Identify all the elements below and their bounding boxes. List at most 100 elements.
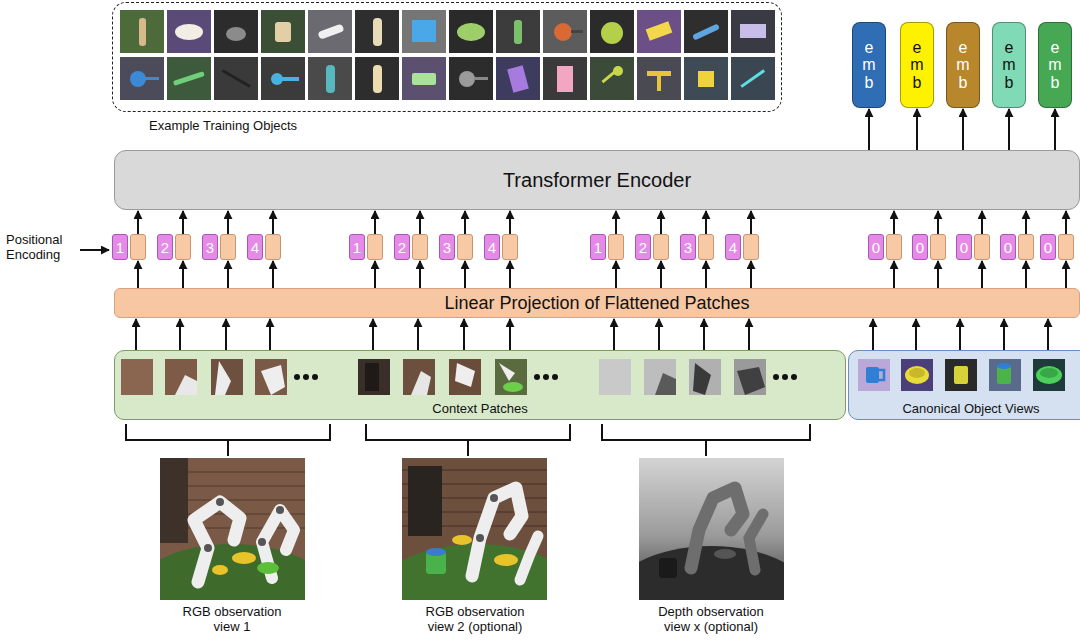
arrow (615, 211, 617, 234)
position-token: 0 (956, 234, 990, 260)
arrow (1025, 261, 1027, 288)
embedding-box: emb (946, 22, 980, 108)
position-number: 0 (1044, 239, 1052, 256)
patch-embedding (367, 234, 383, 260)
node-label: emb (1047, 39, 1063, 92)
node-label: emb (955, 39, 971, 92)
position-number: 0 (1004, 239, 1012, 256)
image-caption: RGB observation view 2 (optional) (415, 604, 535, 634)
canonical-panel: Canonical Object Views (848, 350, 1080, 420)
patch-embedding (175, 234, 191, 260)
arrow (1025, 211, 1027, 234)
image-caption: Depth observation view x (optional) (651, 604, 771, 634)
position-token: 2 (635, 234, 669, 260)
position-number-box: 2 (157, 234, 173, 260)
patch-embedding (220, 234, 236, 260)
arrow (660, 211, 662, 234)
position-number-box: 0 (1040, 234, 1056, 260)
position-token: 2 (394, 234, 428, 260)
encoder-box: Transformer Encoder (114, 150, 1080, 210)
arrow (182, 211, 184, 234)
arrow (509, 261, 511, 288)
position-number: 1 (594, 239, 602, 256)
position-token: 4 (247, 234, 281, 260)
position-number-box: 4 (484, 234, 500, 260)
patch-embedding (930, 234, 946, 260)
node-label: emb (909, 39, 925, 92)
example-objects-box: Example Training Objects (112, 2, 782, 112)
node-label: Linear Projection of Flattened Patches (444, 293, 749, 314)
node-label: Example Training Objects (149, 118, 297, 133)
arrow (374, 211, 376, 234)
node-label: Transformer Encoder (503, 169, 691, 192)
arrow (374, 261, 376, 288)
arrow (419, 261, 421, 288)
patch-embedding (698, 234, 714, 260)
patch-arrows (180, 319, 1048, 350)
position-number-box: 1 (349, 234, 365, 260)
rgb-view-2 (402, 458, 547, 600)
position-token: 0 (1040, 234, 1074, 260)
embedding-box: emb (1038, 22, 1072, 108)
arrow (137, 261, 139, 288)
node-label: Context Patches (115, 401, 845, 416)
arrow (1065, 261, 1067, 288)
arrow (868, 109, 870, 150)
arrow (135, 319, 137, 350)
patch-embedding (1058, 234, 1074, 260)
position-number-box: 0 (956, 234, 972, 260)
arrow (916, 109, 918, 150)
arrow (227, 211, 229, 234)
arrow (750, 211, 752, 234)
position-token: 4 (484, 234, 518, 260)
position-token: 3 (680, 234, 714, 260)
arrow (272, 211, 274, 234)
image-caption: RGB observation view 1 (172, 604, 292, 634)
arrow (1054, 109, 1056, 150)
pointer-arrow (80, 249, 109, 251)
arrow (981, 261, 983, 288)
position-token: 3 (202, 234, 236, 260)
arrow (705, 211, 707, 234)
brackets (126, 424, 810, 456)
position-token: 0 (912, 234, 946, 260)
patch-embedding (457, 234, 473, 260)
position-number: 2 (639, 239, 647, 256)
position-token: 4 (725, 234, 759, 260)
patch-embedding (265, 234, 281, 260)
patch-embedding (1018, 234, 1034, 260)
arrow (981, 211, 983, 234)
position-number-box: 1 (112, 234, 128, 260)
position-number: 2 (161, 239, 169, 256)
position-token: 1 (112, 234, 146, 260)
arrow (182, 261, 184, 288)
patch-embedding (974, 234, 990, 260)
position-number: 3 (443, 239, 451, 256)
position-number: 0 (872, 239, 880, 256)
context-panel: Context Patches (114, 350, 846, 420)
patch-embedding (412, 234, 428, 260)
position-number: 1 (353, 239, 361, 256)
arrow (509, 211, 511, 234)
position-number-box: 2 (635, 234, 651, 260)
arrow (1008, 109, 1010, 150)
arrow (893, 211, 895, 234)
arrow (872, 319, 874, 350)
position-number-box: 0 (912, 234, 928, 260)
position-number-box: 3 (439, 234, 455, 260)
node-label: Canonical Object Views (849, 401, 1080, 416)
arrow (660, 261, 662, 288)
position-number-box: 3 (680, 234, 696, 260)
node-label: emb (1001, 39, 1017, 92)
position-number: 4 (488, 239, 496, 256)
arrow (937, 211, 939, 234)
arrow (419, 211, 421, 234)
position-token: 3 (439, 234, 473, 260)
patch-embedding (608, 234, 624, 260)
position-number: 1 (116, 239, 124, 256)
projection-band: Linear Projection of Flattened Patches (114, 288, 1080, 318)
arrow (1065, 211, 1067, 234)
arrow (137, 211, 139, 234)
arrow (615, 261, 617, 288)
position-token: 1 (349, 234, 383, 260)
